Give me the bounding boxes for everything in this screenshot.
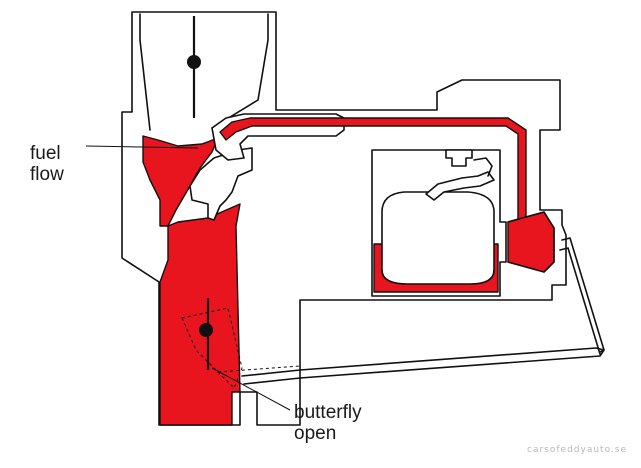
fuel-flow-label-line-2: flow xyxy=(30,164,64,185)
butterfly-open-label-line-2: open xyxy=(294,423,337,444)
air-horn-inner-right xyxy=(211,13,269,129)
watermark: carsofeddyauto.se xyxy=(527,445,627,455)
linkage-rod-upper xyxy=(561,237,605,353)
throttle-shaft-pivot xyxy=(199,323,213,337)
linkage-rod-upper-2 xyxy=(559,247,601,355)
fuel-flow-leader xyxy=(85,145,199,149)
choke-shaft-pivot xyxy=(187,55,201,69)
butterfly-leader xyxy=(211,367,291,411)
float-arm xyxy=(425,171,495,201)
linkage-dashed xyxy=(217,365,301,373)
butterfly-open-label-line-1: butterfly xyxy=(294,402,362,423)
float-hinge xyxy=(473,157,493,177)
float xyxy=(381,191,495,285)
main-jet xyxy=(507,211,555,273)
fuel-flow-label-line-1: fuel xyxy=(30,143,61,164)
needle-valve-seat xyxy=(445,149,473,167)
butterfly-open-label: butterfly open xyxy=(294,402,362,444)
fuel-flow-label: fuel flow xyxy=(30,143,64,185)
air-horn-inner-left xyxy=(139,13,151,131)
throttle-linkage xyxy=(241,347,605,385)
main-jet-outline xyxy=(507,211,555,273)
